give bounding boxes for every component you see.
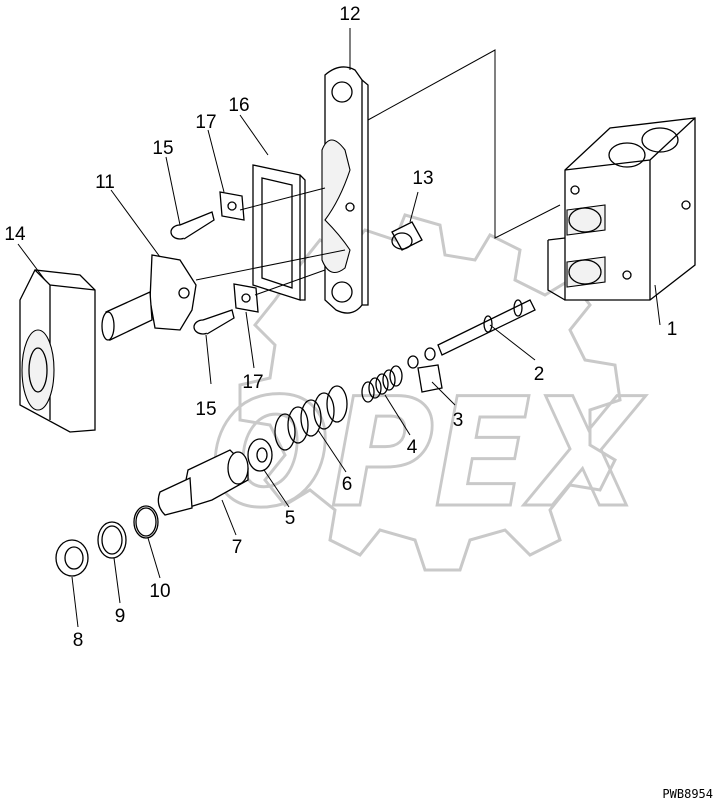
washer-plate-icon <box>219 191 245 221</box>
piston-icon <box>157 449 249 516</box>
drawing-code: PWB8954 <box>662 787 713 801</box>
leader-lines <box>17 28 661 628</box>
washer-plate-lower-icon <box>233 283 259 313</box>
shim-icon <box>407 347 443 393</box>
spool-icon <box>437 299 536 356</box>
spring-seat-icon <box>247 438 273 472</box>
assembly-lines <box>195 49 561 296</box>
label-part-17-upper: 17 <box>195 112 216 133</box>
label-part-1: 1 <box>667 319 678 340</box>
small-spring-icon <box>361 365 403 403</box>
label-part-12: 12 <box>339 4 360 25</box>
end-cap-icon <box>19 269 96 433</box>
label-part-17-lower: 17 <box>242 372 263 393</box>
label-part-2: 2 <box>534 364 545 385</box>
watermark: OPEX <box>209 213 647 572</box>
flange-plunger-icon <box>101 254 197 341</box>
label-part-8: 8 <box>73 630 84 651</box>
large-spring-icon <box>274 385 348 451</box>
label-part-3: 3 <box>453 410 464 431</box>
backup-ring-icon <box>97 521 127 559</box>
label-part-15-lower: 15 <box>195 399 216 420</box>
label-part-7: 7 <box>232 537 243 558</box>
label-part-15-upper: 15 <box>152 138 173 159</box>
label-part-16: 16 <box>228 95 249 116</box>
label-part-5: 5 <box>285 508 296 529</box>
label-part-9: 9 <box>115 606 126 627</box>
label-part-11: 11 <box>95 172 115 193</box>
label-part-6: 6 <box>342 474 353 495</box>
o-ring-icon <box>133 505 159 539</box>
label-part-14: 14 <box>4 224 26 245</box>
label-part-10: 10 <box>149 581 170 602</box>
valve-body-icon <box>547 117 696 301</box>
bolt-lower-icon <box>193 309 235 335</box>
label-part-4: 4 <box>407 437 418 458</box>
bolt-icon <box>170 211 215 240</box>
plug-icon <box>55 539 89 577</box>
part-labels: 1 2 3 4 5 6 7 8 9 10 11 12 13 14 15 15 1… <box>4 4 677 651</box>
cover-plate-icon <box>321 66 369 314</box>
watermark-text: OPEX <box>210 367 646 541</box>
label-part-13: 13 <box>412 168 433 189</box>
pin-icon <box>391 221 423 251</box>
